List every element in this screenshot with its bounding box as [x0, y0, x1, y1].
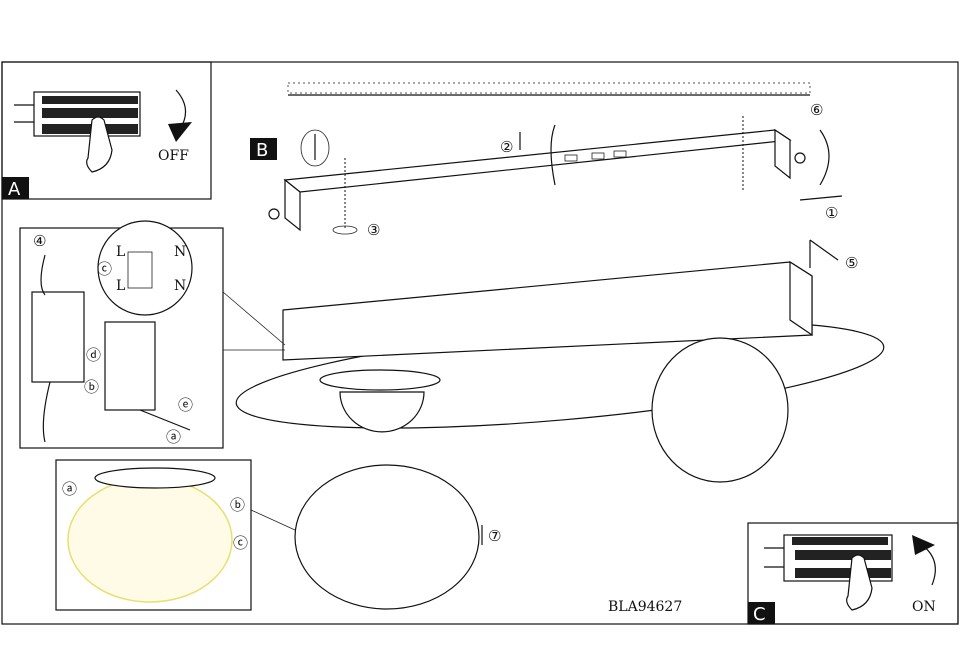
rotate-arrow-icon — [819, 129, 830, 186]
diagram-frame — [1, 61, 959, 625]
step-3-label: ③ — [367, 221, 380, 239]
model-code: BLA94627 — [608, 599, 682, 615]
glass-b-label: ⓑ — [230, 496, 245, 514]
step-2-label: ② — [500, 138, 513, 156]
neutral-n-label: N — [174, 244, 186, 260]
glass-globe — [294, 464, 480, 610]
ceiling-hatch — [287, 82, 811, 96]
screwdriver-icon — [139, 409, 191, 431]
hand-icon — [86, 116, 113, 173]
wiring-e-label: ⓔ — [178, 396, 193, 414]
large-glass-globe — [651, 337, 789, 483]
on-label: ON — [912, 599, 936, 615]
glass-c-label: ⓒ — [233, 534, 248, 552]
off-label: OFF — [158, 148, 189, 164]
panel-a-switch-off: OFF A — [1, 61, 212, 200]
step-1-label: ① — [825, 204, 838, 222]
panel-c-switch-on: ON C — [747, 522, 959, 625]
mounting-bracket — [268, 116, 806, 232]
panel-wiring — [19, 220, 286, 449]
panel-c-letter: C — [753, 604, 766, 625]
neutral-n-label-2: N — [174, 278, 186, 294]
wiring-a-label: ⓐ — [166, 428, 181, 446]
panel-glass-detail — [55, 459, 296, 611]
arrow-up-icon — [921, 544, 936, 586]
glass-a-label: ⓐ — [62, 480, 77, 498]
step-6-label: ⑥ — [810, 101, 823, 119]
wiring-c-label: ⓒ — [97, 260, 112, 278]
terminal-cover — [104, 321, 156, 411]
wiring-d-label: ⓓ — [86, 346, 101, 364]
circuit-breaker-icon — [14, 91, 141, 137]
drill-icon — [300, 129, 330, 167]
live-l-label-2: L — [116, 278, 125, 294]
step-4-label: ④ — [33, 232, 46, 250]
small-glass-shade — [339, 391, 425, 433]
lamp-body — [235, 260, 885, 483]
step-7-label: ⑦ — [488, 527, 501, 545]
terminal-detail-circle — [97, 220, 193, 316]
step-5-label: ⑤ — [845, 254, 858, 272]
panel-a-letter: A — [8, 179, 21, 200]
junction-box — [31, 291, 85, 383]
panel-b-letter: B — [256, 140, 268, 161]
live-l-label: L — [116, 244, 125, 260]
circuit-breaker-icon — [764, 534, 893, 582]
wiring-b-label: ⓑ — [84, 378, 99, 396]
hand-icon — [846, 554, 873, 611]
